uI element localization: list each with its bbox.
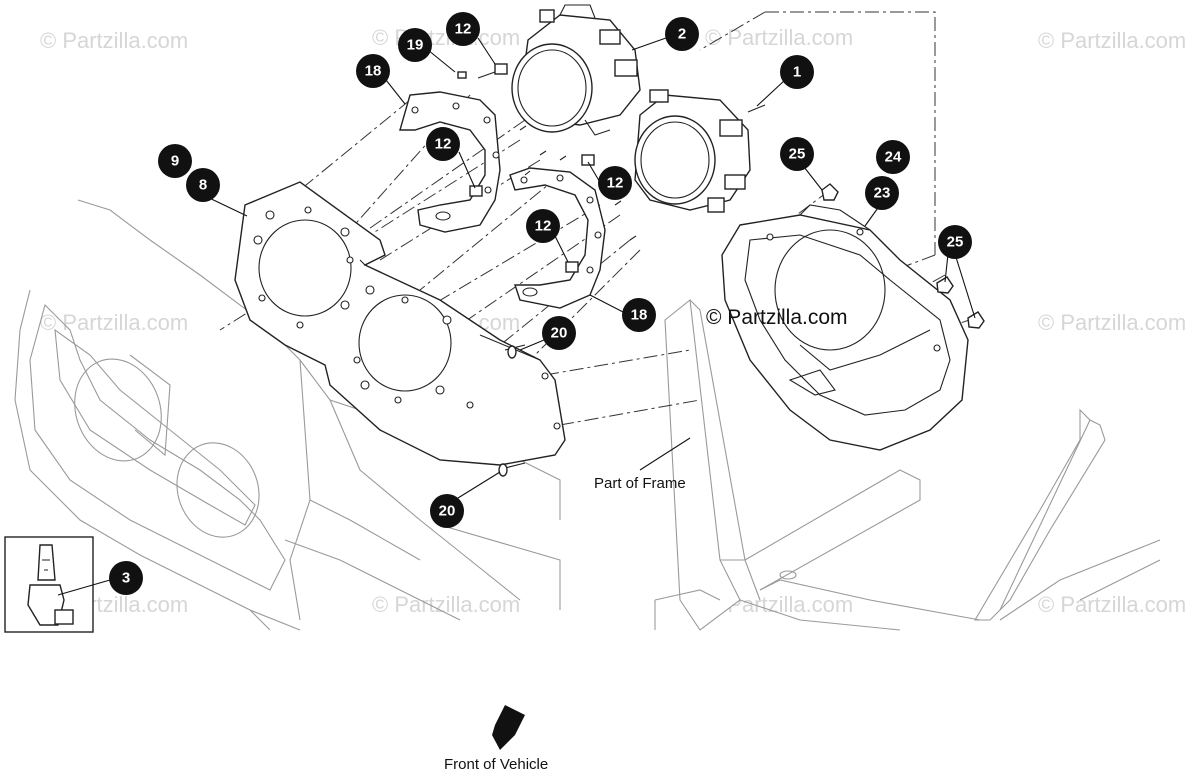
callout-23: 23	[865, 176, 899, 210]
leader-lines	[57, 37, 976, 596]
mount-bracket-lower	[509, 167, 606, 309]
watermark: © Partzilla.com	[1038, 592, 1186, 617]
callout-label: 12	[607, 175, 624, 192]
callout-label: 2	[678, 26, 686, 43]
callout-label: 23	[874, 185, 891, 202]
front-arrow	[492, 705, 525, 750]
callout-8: 8	[186, 168, 220, 202]
bulb-inset	[4, 536, 94, 633]
callout-label: 25	[789, 146, 806, 163]
callout-9: 9	[158, 144, 192, 178]
callout-label: 12	[535, 218, 552, 235]
callout-12b: 12	[426, 127, 460, 161]
watermark: © Partzilla.com	[1038, 28, 1186, 53]
callout-label: 12	[435, 136, 452, 153]
callout-25b: 25	[938, 225, 972, 259]
callout-label: 20	[439, 503, 456, 520]
headlight-lamp-lower	[634, 89, 766, 213]
callout-label: 9	[171, 153, 179, 170]
front-arrow-icon	[492, 705, 525, 750]
callout-label: 24	[885, 149, 902, 166]
callout-24: 24	[876, 140, 910, 174]
callout-label: 3	[122, 570, 130, 587]
callout-3: 3	[109, 561, 143, 595]
callout-label: 19	[407, 37, 424, 54]
callout-label: 8	[199, 177, 207, 194]
watermark: © Partzilla.com	[40, 28, 188, 53]
brand-label: © Partzilla.com	[706, 306, 848, 329]
callout-12a: 12	[446, 12, 480, 46]
callout-label: 18	[631, 307, 648, 324]
callout-12d: 12	[526, 209, 560, 243]
callout-20b: 20	[430, 494, 464, 528]
watermark: © Partzilla.com	[705, 25, 853, 50]
mount-bracket-upper	[399, 91, 501, 233]
vehicle-frame	[654, 298, 1161, 631]
callout-label: 20	[551, 325, 568, 342]
callout-12c: 12	[598, 166, 632, 200]
headlight-housing	[721, 204, 969, 451]
callout-19: 19	[398, 28, 432, 62]
bulb-glass	[37, 544, 56, 581]
part-of-frame-label: Part of Frame	[594, 475, 686, 492]
hardware	[457, 63, 985, 477]
callout-18b: 18	[622, 298, 656, 332]
callout-label: 1	[793, 64, 801, 81]
callout-label: 12	[455, 21, 472, 38]
headlight-lamp-upper	[511, 4, 641, 136]
headlight-mount-plate	[234, 181, 566, 466]
callout-25a: 25	[780, 137, 814, 171]
watermark: © Partzilla.com	[40, 310, 188, 335]
callout-1: 1	[780, 55, 814, 89]
front-of-vehicle-label: Front of Vehicle	[444, 756, 548, 773]
callout-label: 18	[365, 63, 382, 80]
callout-2: 2	[665, 17, 699, 51]
vehicle-front-body	[14, 199, 561, 631]
callout-label: 25	[947, 234, 964, 251]
callout-20a: 20	[542, 316, 576, 350]
callout-18a: 18	[356, 54, 390, 88]
watermark: © Partzilla.com	[1038, 310, 1186, 335]
